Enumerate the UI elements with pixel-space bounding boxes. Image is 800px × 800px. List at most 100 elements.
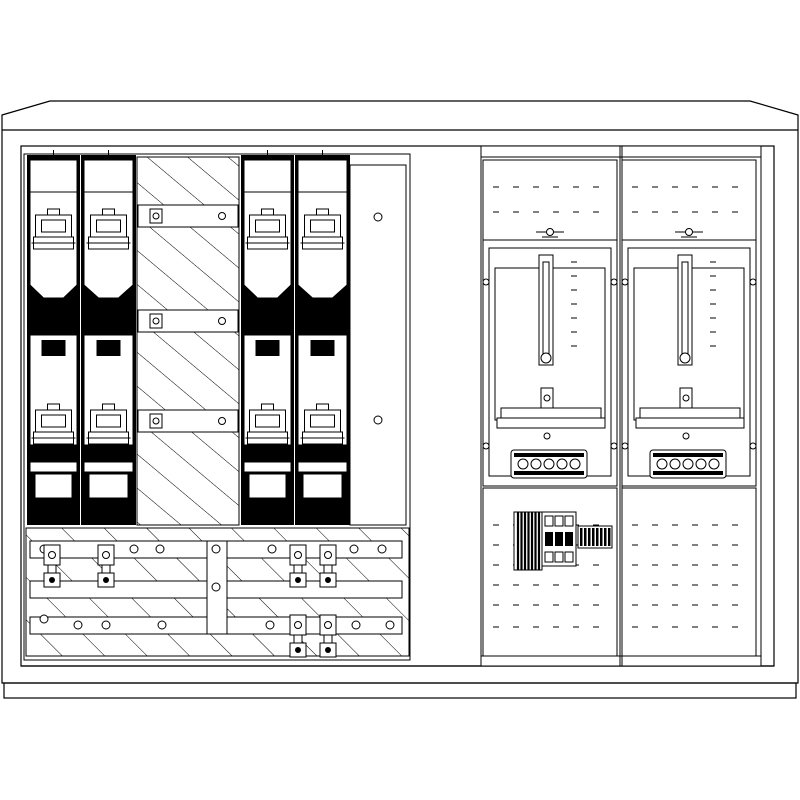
screw-icon [218, 212, 226, 220]
fuse-tab-dark [41, 340, 66, 356]
screw-icon [73, 620, 83, 630]
screw-icon [157, 620, 167, 630]
meter-connector-block [510, 449, 588, 479]
terminal-group [577, 525, 613, 549]
busbar-lugs [43, 544, 337, 658]
slider-knob-icon [540, 352, 552, 364]
fuse-strip [83, 461, 134, 473]
cross-bars [137, 204, 239, 433]
bolt-icon [295, 577, 301, 583]
top-bay [482, 159, 618, 241]
screw-icon [102, 551, 110, 559]
terminal-strip [577, 525, 613, 549]
bolt-icon [325, 577, 331, 583]
screw-icon [749, 442, 757, 450]
screw-icon [543, 394, 551, 402]
fuse-strip [29, 461, 78, 473]
cross-bar [137, 204, 239, 228]
screw-icon [621, 278, 629, 286]
busbar-lug [319, 544, 337, 588]
screw-icon [610, 442, 618, 450]
screw-icon [621, 442, 629, 450]
screw-icon [48, 551, 56, 559]
busbar-lug [319, 614, 337, 658]
screw-icon [324, 621, 332, 629]
screw-icon [294, 621, 302, 629]
terminal-rail [500, 407, 602, 419]
fuse-tab [261, 403, 274, 411]
fuse-contact-inner [310, 219, 335, 233]
cross-bar [137, 409, 239, 433]
screw-icon [267, 544, 277, 554]
fuse-tab [316, 208, 329, 216]
fuse-tab-dark [310, 340, 335, 356]
screw-icon [377, 544, 387, 554]
fuse-top-cap [83, 159, 134, 193]
terminal-screw-icon [556, 458, 568, 470]
fuse-tab [47, 403, 60, 411]
breaker-toggle-icon [565, 532, 573, 546]
slider-knob-icon [679, 352, 691, 364]
fuse-column [295, 150, 350, 525]
cover-panel [349, 164, 407, 526]
fuse-column [81, 150, 136, 525]
meter-connector-block [649, 449, 727, 479]
fuse-top-cap [29, 159, 78, 193]
screw-icon [349, 544, 359, 554]
fuse-contact-inner [96, 414, 121, 428]
screw-icon [385, 620, 395, 630]
bolt-icon [49, 577, 55, 583]
left-section [23, 150, 411, 661]
breaker-toggle-icon [545, 532, 553, 546]
screw-icon [373, 212, 383, 222]
screw-icon [543, 432, 551, 440]
busbar-lug [43, 544, 61, 588]
screw-icon [155, 544, 165, 554]
fuse-contact-inner [255, 219, 280, 233]
terminal-rail [639, 407, 741, 419]
screw-icon [265, 620, 275, 630]
screw-icon [482, 278, 490, 286]
fuse-tab [102, 208, 115, 216]
busbar-area [25, 527, 410, 658]
fuse-tab [261, 208, 274, 216]
fuse-tab [316, 403, 329, 411]
busbar-lug [289, 614, 307, 658]
screw-icon [682, 432, 690, 440]
fuse-top-cap [297, 159, 348, 193]
fuse-contact-inner [96, 219, 121, 233]
terminal-screw-icon [669, 458, 681, 470]
screw-icon [610, 278, 618, 286]
fuse-contact-inner [255, 414, 280, 428]
screw-icon [152, 212, 160, 220]
terminal-screw-icon [530, 458, 542, 470]
fuse-columns [27, 150, 350, 525]
fuse-strip [243, 461, 292, 473]
screw-icon [211, 544, 221, 554]
terminal-screw-icon [708, 458, 720, 470]
fuse-window [248, 473, 287, 499]
screw-icon [373, 415, 383, 425]
screw-icon [351, 620, 361, 630]
fuse-strip [297, 461, 348, 473]
screw-icon [482, 442, 490, 450]
rail-bay [621, 487, 757, 657]
bolt-icon [295, 647, 301, 653]
terminal-screw-icon [569, 458, 581, 470]
busbars [29, 540, 403, 635]
terminal-screw-icon [682, 458, 694, 470]
right-section [480, 145, 762, 667]
fuse-window [302, 473, 343, 499]
fuse-contact-inner [41, 219, 66, 233]
busbar-lug [289, 544, 307, 588]
fuse-window [34, 473, 73, 499]
screw-icon [152, 417, 160, 425]
screw-icon [152, 317, 160, 325]
screw-icon [749, 278, 757, 286]
cross-bar [137, 309, 239, 333]
fuse-window [88, 473, 129, 499]
fuse-tab [47, 208, 60, 216]
bolt-icon [103, 577, 109, 583]
